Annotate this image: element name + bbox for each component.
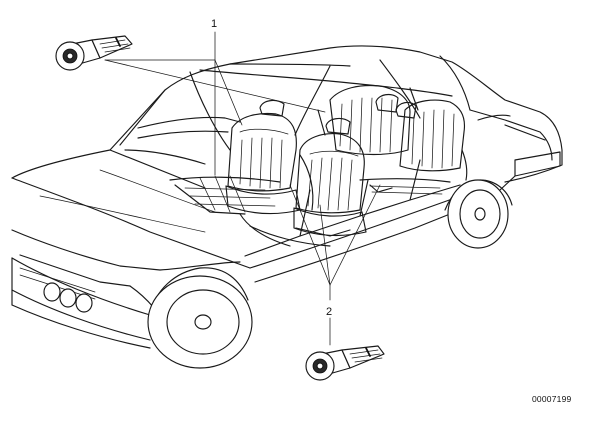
car-body (11, 45, 563, 349)
interior (124, 84, 468, 247)
leader-lines (104, 31, 381, 346)
callout-label-2: 2 (326, 306, 332, 318)
callout-label-1: 1 (211, 18, 217, 30)
headlights (43, 282, 93, 313)
connector-part-1[interactable] (55, 35, 133, 71)
document-number: 00007199 (532, 394, 571, 404)
front-wheel (147, 275, 253, 369)
connector-part-2[interactable] (305, 345, 385, 381)
rear-wheel (447, 179, 509, 249)
